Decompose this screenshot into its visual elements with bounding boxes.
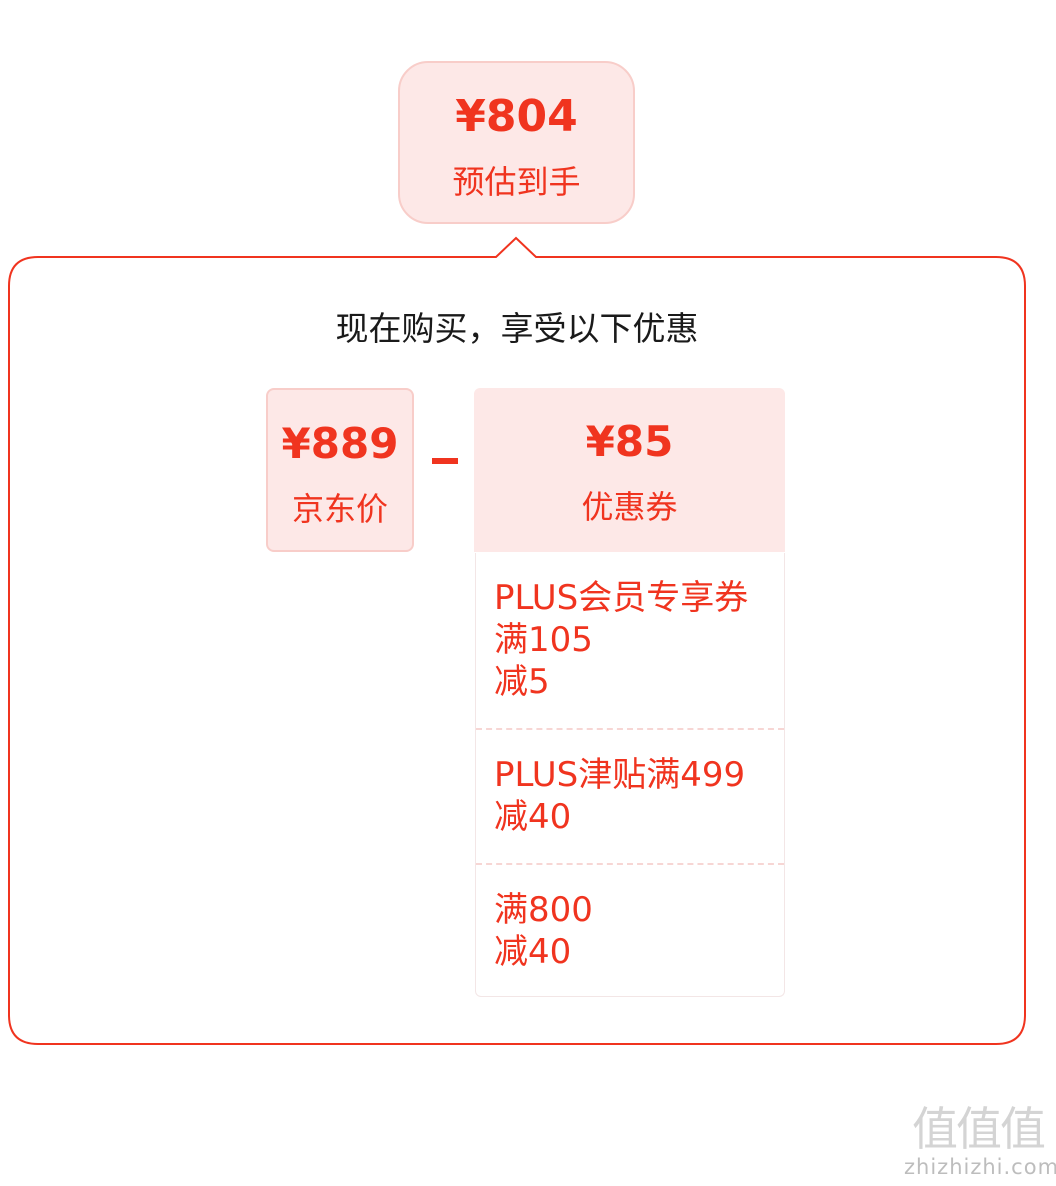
jd-price-value: ¥889	[281, 419, 399, 468]
coupon-item-plus-allowance: PLUS津贴满499 减40	[476, 754, 784, 838]
coupon-item-line: 减5	[494, 662, 550, 702]
watermark-url: zhizhizhi.com	[904, 1155, 1056, 1179]
coupon-item-line: 满800	[494, 890, 593, 930]
coupon-item-line: PLUS津贴满499	[494, 755, 746, 795]
coupon-total-label: 优惠券	[581, 488, 678, 526]
jd-price-label: 京东价	[291, 490, 388, 528]
coupon-item-threshold: 满800 减40	[476, 889, 784, 973]
jd-price-tile: ¥889 京东价	[266, 388, 414, 552]
coupon-item-line: PLUS会员专享券	[494, 578, 749, 618]
coupon-item-line: 满105	[494, 620, 593, 660]
site-watermark: 值值值 zhizhizhi.com	[904, 1102, 1056, 1180]
estimated-price: ¥804	[455, 91, 578, 142]
coupon-item-line: 减40	[494, 797, 572, 837]
panel-heading: 现在购买，享受以下优惠	[335, 309, 699, 348]
coupon-divider	[476, 728, 784, 730]
minus-icon	[432, 458, 458, 464]
coupon-item-plus-member: PLUS会员专享券 满105 减5	[476, 577, 784, 703]
watermark-logo: 值值值	[912, 1102, 1046, 1156]
estimated-price-label: 预估到手	[452, 163, 581, 201]
coupon-item-line: 减40	[494, 932, 572, 972]
coupon-divider	[476, 863, 784, 865]
coupon-total-value: ¥85	[585, 417, 674, 466]
estimated-price-box: ¥804 预估到手	[398, 61, 635, 224]
coupon-total-tile: ¥85 优惠券	[474, 388, 785, 552]
coupon-list: PLUS会员专享券 满105 减5 PLUS津贴满499 减40 满800 减4…	[475, 553, 785, 997]
